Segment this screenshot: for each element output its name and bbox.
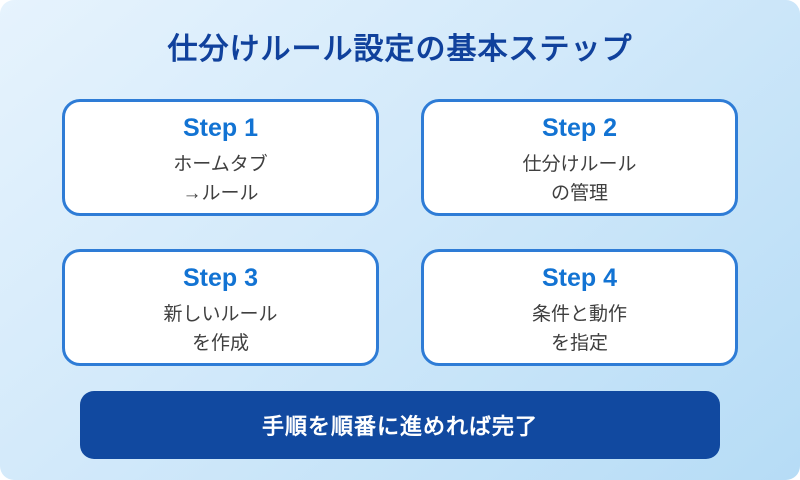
step-4-description: 条件と動作 を指定 bbox=[424, 300, 735, 358]
step-1-label: Step 1 bbox=[182, 114, 259, 142]
completion-banner: 手順を順番に進めれば完了 bbox=[80, 391, 720, 459]
step-2-description: 仕分けルール の管理 bbox=[424, 150, 735, 208]
step-3-description: 新しいルール を作成 bbox=[65, 300, 376, 358]
infographic-title: 仕分けルール設定の基本ステップ bbox=[167, 33, 633, 66]
step-2-line-1: 仕分けルール bbox=[522, 154, 637, 175]
step-1-line-2: →ルール bbox=[182, 183, 259, 204]
step-1-description: ホームタブ →ルール bbox=[65, 150, 376, 208]
step-card-2: Step 2 仕分けルール の管理 bbox=[421, 99, 738, 216]
step-3-label: Step 3 bbox=[182, 264, 259, 292]
completion-banner-label: 手順を順番に進めれば完了 bbox=[261, 414, 538, 439]
step-card-3: Step 3 新しいルール を作成 bbox=[62, 249, 379, 366]
step-2-line-2: の管理 bbox=[550, 183, 608, 204]
step-2-label: Step 2 bbox=[541, 114, 618, 142]
step-card-4: Step 4 条件と動作 を指定 bbox=[421, 249, 738, 366]
step-4-label: Step 4 bbox=[541, 264, 618, 292]
steps-grid: Step 1 ホームタブ →ルール Step 2 仕分けルール の管理 Step… bbox=[62, 99, 738, 366]
step-1-line-1: ホームタブ bbox=[173, 154, 268, 175]
step-3-line-1: 新しいルール bbox=[163, 304, 278, 325]
step-4-line-2: を指定 bbox=[550, 333, 608, 354]
step-4-line-1: 条件と動作 bbox=[531, 304, 627, 325]
step-3-line-2: を作成 bbox=[191, 333, 249, 354]
step-card-1: Step 1 ホームタブ →ルール bbox=[62, 99, 379, 216]
